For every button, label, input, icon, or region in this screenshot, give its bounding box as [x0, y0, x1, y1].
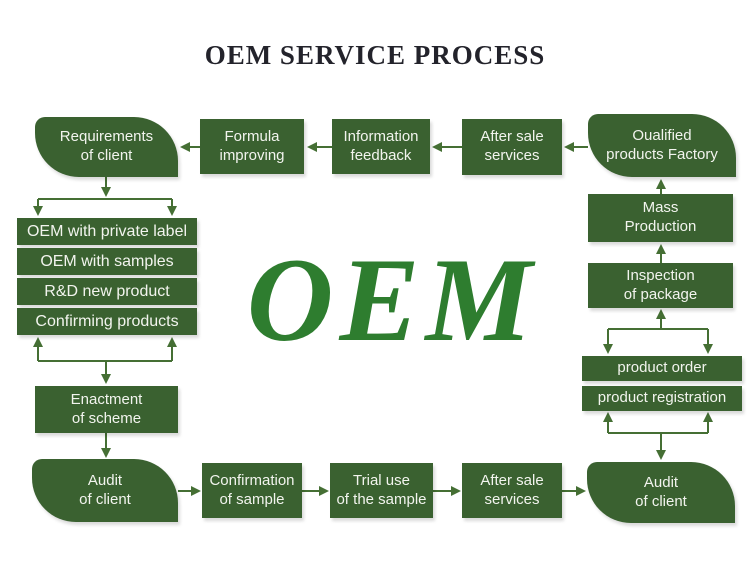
- box-trial-use-of-sample: Trial use of the sample: [330, 463, 433, 518]
- box-after-sale-services-bottom: After sale services: [462, 463, 562, 518]
- box-product-registration: product registration: [582, 386, 742, 411]
- box-qualified-products-factory: Oualified products Factory: [588, 114, 736, 177]
- box-mass-production: Mass Production: [588, 194, 733, 242]
- box-oem-with-private-label: OEM with private label: [17, 218, 197, 245]
- page-title: OEM SERVICE PROCESS: [204, 40, 546, 70]
- box-inspection-of-package: Inspection of package: [588, 263, 733, 308]
- box-rd-new-product: R&D new product: [17, 278, 197, 305]
- box-audit-of-client-left: Audit of client: [32, 459, 178, 522]
- box-product-order: product order: [582, 356, 742, 381]
- box-information-feedback: Information feedback: [332, 119, 430, 174]
- box-requirements-of-client: Requirements of client: [35, 117, 178, 177]
- box-confirming-products: Confirming products: [17, 308, 197, 335]
- box-enactment-of-scheme: Enactment of scheme: [35, 386, 178, 433]
- box-confirmation-of-sample: Confirmation of sample: [202, 463, 302, 518]
- oem-center-label: OEM: [246, 233, 539, 366]
- box-audit-of-client-right: Audit of client: [587, 462, 735, 523]
- box-oem-with-samples: OEM with samples: [17, 248, 197, 275]
- box-formula-improving: Formula improving: [200, 119, 304, 174]
- box-after-sale-services-top: After sale services: [462, 119, 562, 175]
